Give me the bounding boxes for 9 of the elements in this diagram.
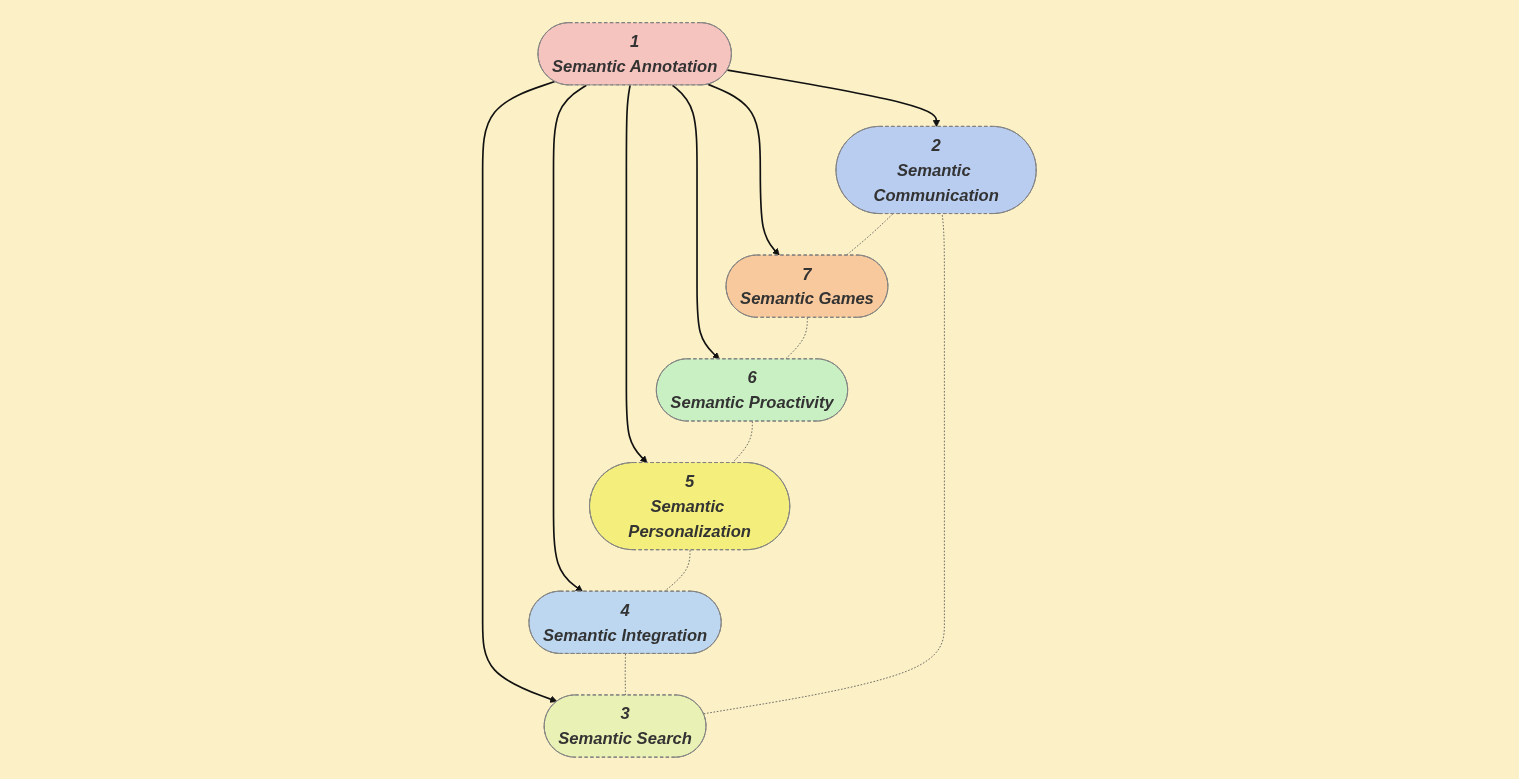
connector [785,316,808,360]
arrow [552,84,588,592]
arrow [707,83,780,256]
arrow [481,80,558,703]
arrow [726,68,941,127]
connector [731,420,753,463]
connector [703,213,945,714]
arrow [671,84,720,360]
arrow [625,84,648,463]
